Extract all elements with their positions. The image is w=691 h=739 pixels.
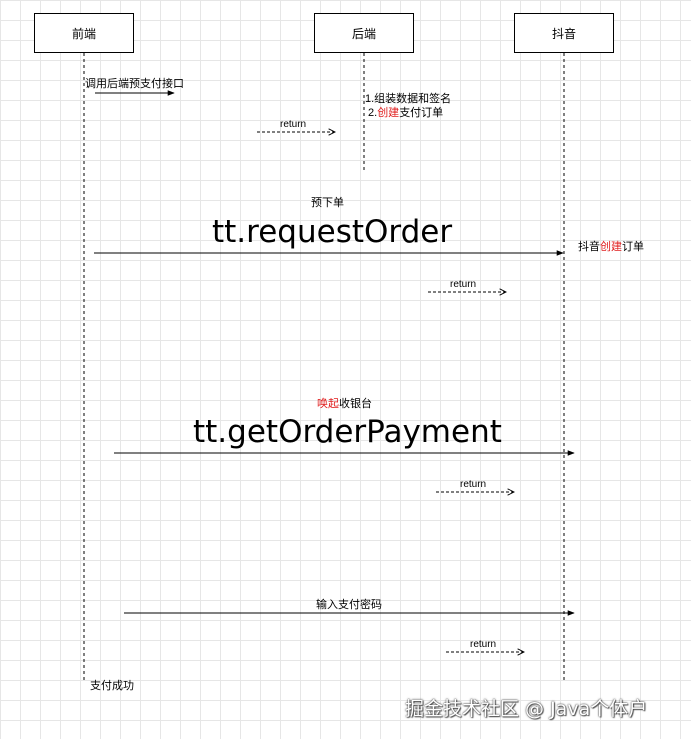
lane-douyin-label: 抖音: [551, 26, 576, 41]
label-douyin-create-highlight: 创建: [600, 241, 622, 253]
label-return-1: return: [280, 119, 307, 130]
lane-frontend-label: 前端: [71, 26, 96, 41]
label-prepay-caption: 预下单: [311, 197, 344, 209]
label-douyin-create-order: 抖音创建订单: [578, 240, 644, 254]
label-backend-step-2-highlight: 创建: [377, 107, 400, 119]
label-douyin-create-prefix: 抖音: [578, 241, 600, 253]
label-cashier-highlight: 唤起: [317, 398, 339, 410]
label-cashier-caption: 唤起收银台: [317, 397, 372, 411]
lane-backend-label: 后端: [351, 26, 376, 41]
label-return-4: return: [470, 639, 497, 650]
label-backend-step-2-prefix: 2.: [368, 107, 378, 119]
label-input-password: 输入支付密码: [316, 599, 382, 611]
label-request-order-api: tt.requestOrder: [212, 214, 453, 250]
label-call-backend: 调用后端预支付接口: [85, 78, 184, 90]
label-get-order-payment-api: tt.getOrderPayment: [193, 414, 502, 450]
label-douyin-create-suffix: 订单: [622, 241, 644, 253]
label-return-3: return: [460, 479, 487, 490]
label-return-2: return: [450, 279, 477, 290]
label-backend-step-2-suffix: 支付订单: [399, 107, 444, 119]
label-backend-step-2: 2.创建支付订单: [368, 106, 443, 120]
label-backend-step-1: 1.组装数据和签名: [365, 93, 452, 105]
lane-douyin: 抖音: [514, 13, 614, 53]
label-pay-success: 支付成功: [90, 680, 134, 692]
label-cashier-suffix: 收银台: [339, 398, 372, 410]
watermark: 掘金技术社区 @ Java个体户: [405, 698, 648, 720]
lane-backend: 后端: [314, 13, 414, 53]
lane-frontend: 前端: [34, 13, 134, 53]
